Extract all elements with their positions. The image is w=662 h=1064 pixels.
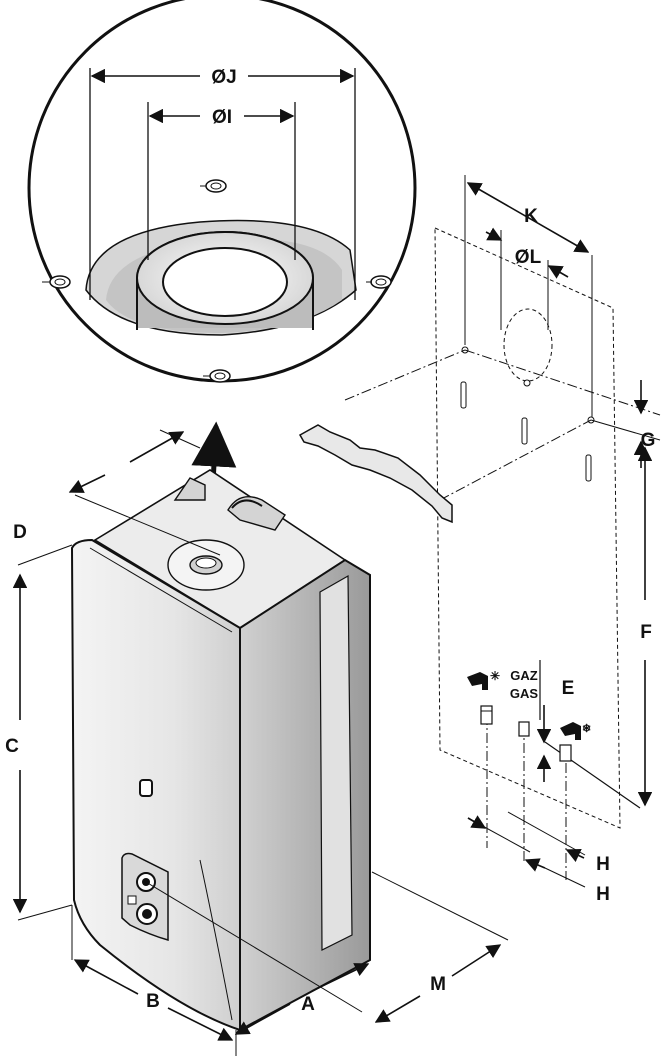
label-e: E xyxy=(562,678,575,699)
screw-hole-icon xyxy=(42,275,71,289)
cold-water-connection-icon xyxy=(559,744,572,762)
wall-mounting-template xyxy=(344,175,661,880)
screw-hole-icon xyxy=(366,275,392,289)
cold-water-tap-icon: ❄ xyxy=(560,722,591,740)
label-m: M xyxy=(430,974,446,995)
label-a: A xyxy=(301,994,315,1015)
hot-water-connection-icon xyxy=(480,705,493,725)
gas-connection-icon xyxy=(518,721,530,737)
label-g: G xyxy=(641,430,656,451)
svg-text:❄: ❄ xyxy=(582,723,591,735)
label-b: B xyxy=(146,991,160,1012)
screw-hole-icon xyxy=(200,179,227,193)
mounting-bracket xyxy=(298,424,453,524)
label-f: F xyxy=(640,622,652,643)
flue-detail-circle xyxy=(27,0,417,383)
label-h-upper: H xyxy=(596,854,610,875)
label-gaz: GAZ xyxy=(510,668,538,683)
boiler-unit xyxy=(70,469,371,1032)
label-c: C xyxy=(5,736,19,757)
label-ol: ØL xyxy=(515,247,542,268)
svg-text:✳: ✳ xyxy=(490,669,500,683)
brand-logo-icon xyxy=(139,779,153,797)
label-d: D xyxy=(13,522,27,543)
label-oj: ØJ xyxy=(211,67,236,88)
label-k: K xyxy=(524,206,538,227)
label-h-lower: H xyxy=(596,884,610,905)
label-gas: GAS xyxy=(510,686,539,701)
hot-water-tap-icon: ✳ xyxy=(467,669,500,690)
screw-hole-icon xyxy=(203,369,231,383)
label-oi: ØI xyxy=(212,107,232,128)
